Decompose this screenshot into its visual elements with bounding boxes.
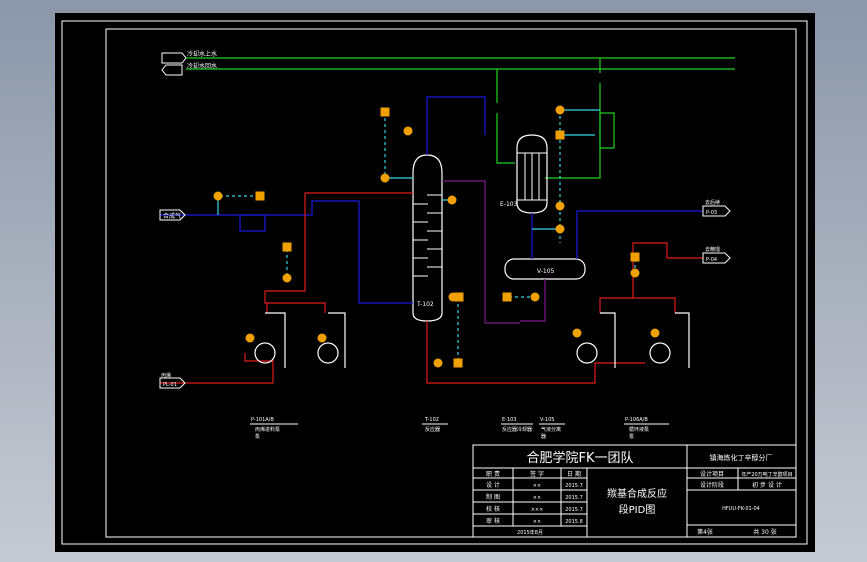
svg-text:职 责: 职 责	[486, 470, 500, 478]
instruments	[213, 105, 660, 368]
instrument-bubble-icon	[630, 268, 640, 278]
svg-text:泵: 泵	[255, 434, 260, 440]
controller-icon	[502, 292, 512, 302]
instrument-bubble-icon	[433, 358, 443, 368]
company-name: 镇海炼化丁辛醇分厂	[710, 453, 773, 462]
utility-supply-label: 冷却水上水	[187, 50, 217, 58]
svg-text:制 图: 制 图	[486, 493, 500, 501]
svg-text:器: 器	[541, 434, 546, 440]
instrument-bubble-icon	[572, 328, 582, 338]
svg-text:2015.8: 2015.8	[565, 519, 583, 525]
drawing-number: HFUU-FK-01-04	[722, 506, 760, 512]
svg-text:P-106A/B: P-106A/B	[625, 417, 648, 423]
instrument-bubble-icon	[447, 195, 457, 205]
svg-text:校 核: 校 核	[486, 505, 500, 513]
title-block	[472, 444, 797, 538]
svg-text:循环液泵: 循环液泵	[629, 426, 649, 433]
utility-lines: 冷却水上水 冷却水回水	[161, 50, 735, 179]
pid-drawing: 冷却水上水 冷却水回水 T-102 E-103 V-105	[61, 20, 808, 545]
svg-text:2015.7: 2015.7	[565, 495, 583, 501]
svg-text:日 期: 日 期	[567, 470, 581, 478]
pump-p106a-icon	[576, 342, 598, 364]
svg-text:P-03: P-03	[706, 210, 717, 216]
svg-text:年产20万吨丁辛醇项目: 年产20万吨丁辛醇项目	[741, 471, 792, 478]
outer-frame	[61, 20, 808, 545]
svg-text:设 计: 设 计	[486, 481, 500, 489]
utility-return-arrow-icon	[161, 64, 183, 76]
drawing-title: 羰基合成反应	[607, 487, 667, 500]
svg-text:段PID图: 段PID图	[619, 503, 656, 516]
svg-text:2015年8月: 2015年8月	[517, 529, 543, 536]
svg-text:××: ××	[533, 495, 541, 501]
pump-p101b-icon	[317, 342, 339, 364]
svg-text:××: ××	[533, 483, 541, 489]
svg-text:第4张: 第4张	[697, 528, 713, 536]
team-name: 合肥学院FK一团队	[526, 450, 633, 466]
svg-text:E-103: E-103	[502, 417, 517, 423]
svg-text:气液分离: 气液分离	[541, 426, 561, 433]
controller-icon	[453, 358, 463, 368]
drawing-sheet: 冷却水上水 冷却水回水 T-102 E-103 V-105	[55, 13, 815, 552]
utility-return-label: 冷却水回水	[187, 62, 217, 70]
svg-text:泵: 泵	[629, 434, 634, 440]
svg-text:设计项目: 设计项目	[700, 470, 724, 478]
controller-icon	[630, 252, 640, 262]
svg-text:P-101A/B: P-101A/B	[251, 417, 274, 423]
instrument-bubble-icon	[650, 328, 660, 338]
svg-text:T-102: T-102	[416, 301, 434, 308]
instrument-bubble-icon	[317, 333, 327, 343]
svg-text:设计阶段: 设计阶段	[700, 481, 724, 489]
process-lines	[160, 96, 703, 384]
controller-icon	[255, 191, 265, 201]
controller-icon	[380, 107, 390, 117]
pump-p106b-icon	[649, 342, 671, 364]
controller-icon	[555, 130, 565, 140]
svg-text:V-105: V-105	[540, 417, 554, 423]
svg-text:E-103: E-103	[500, 201, 518, 208]
svg-text:2015.7: 2015.7	[565, 483, 583, 489]
instrument-bubble-icon	[555, 201, 565, 211]
svg-text:共 30 张: 共 30 张	[753, 528, 776, 536]
instrument-bubble-icon	[245, 333, 255, 343]
controller-icon	[282, 242, 292, 252]
drum-v105: V-105	[504, 258, 586, 280]
svg-text:××: ××	[533, 519, 541, 525]
svg-text:×××: ×××	[531, 507, 544, 513]
instrument-bubble-icon	[380, 173, 390, 183]
feed-left-bottom-label: 丙烯	[161, 372, 171, 379]
instrument-bubble-icon	[555, 105, 565, 115]
feed-arrows: 合成气 丙烯 PL-01 去后续 P-03 去精馏 P-04	[159, 199, 731, 389]
feed-left-top-label: 合成气	[163, 212, 181, 220]
svg-text:审 核: 审 核	[486, 517, 500, 525]
svg-text:2015.7: 2015.7	[565, 507, 583, 513]
feed-right-top-label: 去后续	[705, 199, 720, 206]
utility-supply-arrow-icon	[161, 52, 187, 64]
pump-p101a-icon	[254, 342, 276, 364]
controller-icon	[454, 292, 464, 302]
instrument-bubble-icon	[282, 273, 292, 283]
svg-text:PL-01: PL-01	[163, 382, 177, 388]
column-t102: T-102	[412, 154, 443, 322]
svg-text:初 步 设 计: 初 步 设 计	[752, 481, 782, 489]
instrument-bubble-icon	[213, 191, 223, 201]
svg-text:签 字: 签 字	[530, 470, 544, 478]
svg-text:反应器冷却器: 反应器冷却器	[502, 426, 532, 433]
svg-text:T-102: T-102	[424, 417, 439, 423]
inner-frame	[105, 28, 797, 538]
heat-exchanger-e103: E-103	[500, 134, 548, 214]
svg-text:丙烯进料泵: 丙烯进料泵	[255, 426, 280, 433]
svg-text:P-04: P-04	[706, 257, 717, 263]
instrument-bubble-icon	[530, 292, 540, 302]
pumps	[254, 312, 690, 368]
instrument-bubble-icon	[403, 126, 413, 136]
instrument-bubble-icon	[555, 224, 565, 234]
feed-right-bottom-label: 去精馏	[705, 246, 720, 253]
svg-text:反应器: 反应器	[425, 426, 440, 433]
svg-text:V-105: V-105	[537, 268, 555, 275]
